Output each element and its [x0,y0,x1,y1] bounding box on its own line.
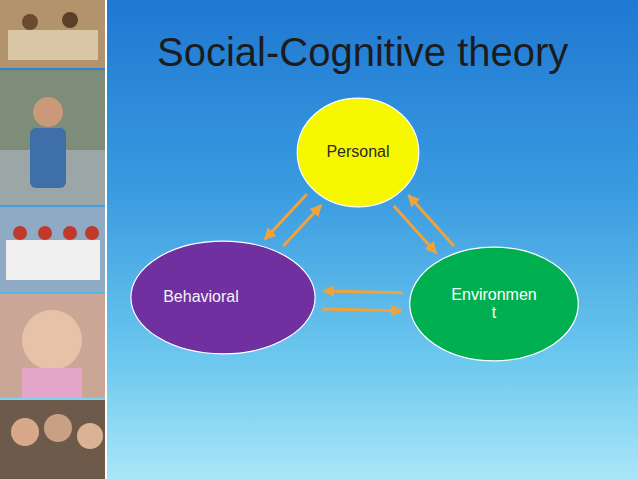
photo-face [77,423,103,449]
concept-ellipse: Environmen t [408,246,580,362]
concept-ellipse: Behavioral [129,240,317,355]
concept-ellipse: Personal [296,97,420,208]
photo-girl [0,294,106,398]
photo-face [44,414,72,442]
influence-arrow [265,194,307,239]
influence-arrow [323,291,402,293]
ellipse-fill [297,98,419,207]
photo-head [22,14,38,30]
slide-title: Social-Cognitive theory [157,30,568,75]
photo-face [11,418,39,446]
ellipse-fill [410,247,579,361]
node-label: Behavioral [163,288,239,306]
ellipse-fill [131,241,315,354]
influence-arrow [394,206,437,253]
photo-head [13,226,27,240]
photo-face [22,310,82,370]
photo-table [8,30,98,60]
influence-arrow [322,309,401,311]
photo-head [33,97,63,127]
photo-head [62,12,78,28]
node-label: Environmen t [451,286,536,323]
photo-lineup [0,207,106,292]
photo-dress [22,368,82,398]
influence-arrow [408,195,454,246]
photo-head [85,226,99,240]
photo-head [63,226,77,240]
photo-uniforms [6,240,100,280]
photo-border [105,0,107,479]
photo-classroom [0,0,106,68]
photo-child [30,128,66,188]
node-label: Personal [326,143,389,161]
photo-head [38,226,52,240]
photo-river [0,70,106,205]
photo-kids [0,400,106,479]
